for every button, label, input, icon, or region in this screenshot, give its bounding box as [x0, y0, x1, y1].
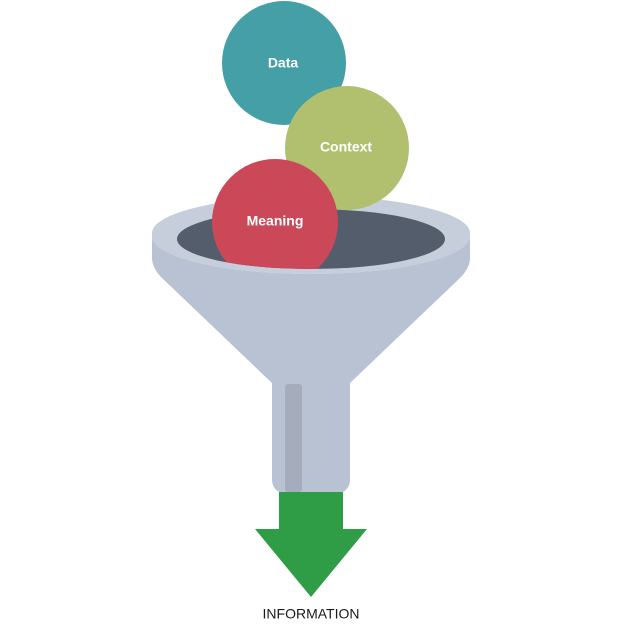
meaning-ball-label: Meaning	[247, 213, 304, 229]
meaning-ball: Meaning	[212, 159, 338, 269]
output-arrow	[255, 492, 367, 597]
funnel-cone	[152, 236, 470, 498]
context-ball-label: Context	[320, 139, 372, 155]
meaning-ball-circle	[212, 159, 338, 269]
data-ball-circle	[222, 1, 346, 125]
output-label: INFORMATION	[263, 606, 360, 622]
down-arrow-icon	[255, 492, 367, 597]
data-ball: Data	[222, 1, 346, 125]
funnel-spout-shade	[285, 384, 302, 492]
data-ball-label: Data	[268, 55, 299, 71]
